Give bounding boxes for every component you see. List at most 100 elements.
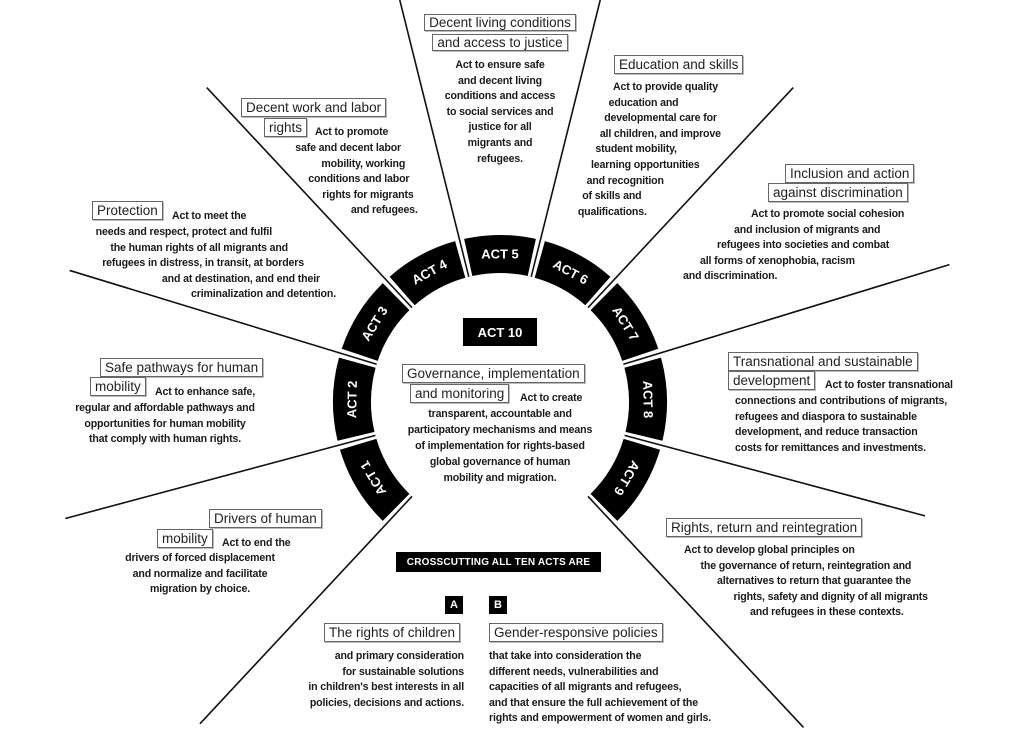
- governance-title: Governance, implementation: [402, 364, 585, 383]
- body-line: safe and decent labor: [295, 142, 401, 154]
- decent-work-title: Decent work and labor: [241, 98, 387, 117]
- governance-title-line2: and monitoring: [410, 384, 510, 403]
- body-line: refugees.: [477, 152, 523, 165]
- act-segment: [464, 235, 536, 277]
- act-segment: [534, 241, 611, 306]
- decent-work-body: safe and decent labor mobility, working co…: [200, 141, 418, 219]
- body-line: developmental care for: [604, 112, 717, 125]
- act-segment: [624, 357, 667, 441]
- body-line: justice for all: [468, 121, 532, 134]
- body-line: and that ensure the full achievement of …: [489, 696, 698, 709]
- body-line: mobility, working: [321, 157, 406, 170]
- drivers-title: Drivers of human: [209, 509, 322, 528]
- body-line: Act to develop global principles on: [684, 544, 855, 556]
- decent-work-title-line2: rights: [264, 118, 308, 137]
- act-8-label: ACT 8: [640, 381, 656, 419]
- body-line: Act to ensure safe: [455, 59, 545, 71]
- body-line: and primary consideration: [334, 650, 464, 662]
- body-line: of implementation for rights-based: [415, 440, 585, 452]
- body-line: opportunities for human mobility: [84, 417, 246, 430]
- act-segment: [590, 283, 659, 361]
- body-line: for sustainable solutions: [342, 665, 464, 678]
- act-segment: [339, 438, 410, 521]
- children-rights-body: and primary consideration for sustainable…: [260, 649, 464, 711]
- body-line: to social services and: [446, 105, 554, 118]
- body-line: alternatives to return that guarantee th…: [717, 575, 911, 588]
- body-line: that comply with human rights.: [88, 433, 242, 446]
- body-line: rights for migrants: [322, 188, 414, 201]
- body-line: different needs, vulnerabilities and: [489, 665, 659, 678]
- gender-policies-title: Gender-responsive policies: [489, 623, 663, 642]
- body-line: transparent, accountable and: [428, 408, 572, 420]
- body-line: refugees into societies and combat: [717, 239, 890, 252]
- body-line: Act to meet the: [172, 210, 247, 222]
- body-line: development, and reduce transaction: [735, 426, 918, 439]
- body-line: participatory mechanisms and means: [407, 424, 593, 436]
- act-segment: [341, 283, 410, 361]
- body-line: regular and affordable pathways and: [75, 402, 255, 414]
- divider-ray: [530, 0, 602, 278]
- body-line: all children, and improve: [599, 127, 721, 140]
- decent-living-title: Decent living conditions and access to j…: [400, 14, 600, 54]
- divider-ray: [623, 263, 950, 366]
- body-line: Act to promote social cohesion: [751, 208, 905, 220]
- divider-ray: [624, 434, 926, 517]
- body-line: refugees in distress, in transit, at bor…: [102, 257, 304, 270]
- transnational-body: connections and contributions of migrant…: [735, 394, 947, 456]
- divider-ray: [587, 495, 805, 728]
- body-line: migration by choice.: [149, 583, 250, 596]
- body-line: capacities of all migrants and refugees,: [489, 681, 682, 694]
- title-line: Decent living conditions: [424, 14, 576, 31]
- divider-ray: [206, 86, 413, 309]
- body-line: student mobility,: [595, 143, 677, 156]
- body-line: connections and contributions of migrant…: [735, 395, 948, 407]
- body-line: in children's best interests in all: [308, 681, 464, 694]
- safe-pathways-title-line2: mobility: [90, 377, 146, 396]
- inclusion-title-line2: against discrimination: [768, 183, 908, 202]
- body-line: the governance of return, reintegration …: [700, 559, 912, 572]
- rights-return-body: Act to develop global principles on the g…: [684, 543, 928, 621]
- body-line: policies, decisions and actions.: [309, 696, 464, 709]
- body-line: conditions and labor: [308, 173, 410, 186]
- body-line: Act to promote: [315, 126, 389, 138]
- divider-ray: [199, 495, 413, 725]
- body-line: and inclusion of migrants and: [734, 223, 881, 236]
- body-line: and refugees.: [350, 204, 418, 217]
- body-line: drivers of forced displacement: [125, 552, 275, 564]
- act-5-label: ACT 5: [481, 247, 519, 262]
- divider-ray: [65, 434, 376, 520]
- body-line: Act to enhance safe,: [155, 386, 256, 398]
- transnational-title: Transnational and sustainable: [728, 352, 918, 371]
- body-line: rights, safety and dignity of all migran…: [733, 590, 929, 603]
- safe-pathways-title: Safe pathways for human: [100, 358, 264, 377]
- safe-pathways-body: regular and affordable pathways and oppor…: [60, 401, 270, 448]
- body-line: Act to create: [520, 392, 583, 404]
- transnational-title-line2: development: [728, 371, 816, 390]
- divider-ray: [69, 269, 377, 366]
- body-line: rights and empowerment of women and girl…: [489, 712, 712, 725]
- body-line: and at destination, and end their: [161, 272, 320, 285]
- body-line: costs for remittances and investments.: [735, 441, 926, 454]
- body-line: Act to foster transnational: [825, 379, 953, 391]
- act-10-label: ACT 10: [463, 318, 537, 346]
- body-line: and recognition: [586, 174, 664, 187]
- title-line: and access to justice: [432, 34, 568, 51]
- body-line: Act to provide quality: [613, 81, 719, 93]
- divider-ray: [587, 86, 794, 309]
- governance-body: transparent, accountable and participator…: [380, 406, 620, 486]
- body-line: mobility and migration.: [443, 472, 557, 484]
- rights-return-title: Rights, return and reintegration: [666, 518, 863, 537]
- body-line: Act to end the: [222, 537, 291, 549]
- body-line: learning opportunities: [591, 158, 700, 171]
- body-line: the human rights of all migrants and: [110, 241, 288, 254]
- body-line: migrants and: [467, 136, 533, 149]
- body-line: all forms of xenophobia, racism: [700, 254, 855, 267]
- drivers-title-line2: mobility: [157, 529, 213, 548]
- children-rights-title: The rights of children: [324, 623, 461, 642]
